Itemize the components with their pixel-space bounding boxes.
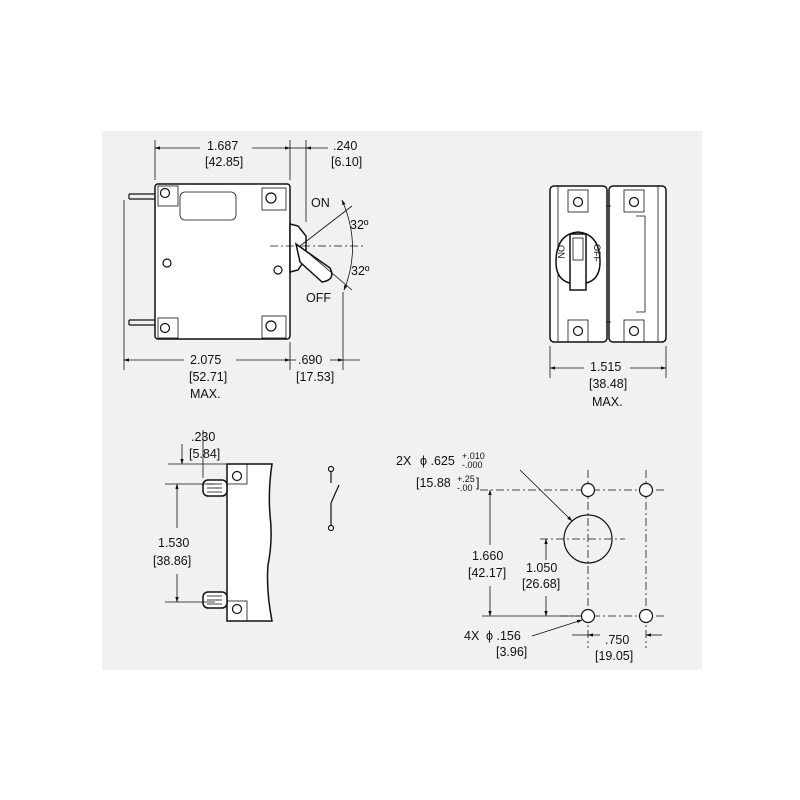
big-hole-tol-in-plus: +.010 [462, 451, 485, 461]
front-view: ON OFF 32º 32º 1.687 [42.85] .240 [6.10]… [123, 139, 370, 401]
big-hole-mm: [15.88 [416, 476, 451, 490]
handle-in: .690 [298, 353, 322, 367]
mount-hole-2 [638, 482, 654, 498]
side-screw-bottom [231, 603, 243, 615]
end-view: ON OFF 1.515 [38.48] MAX. [549, 185, 667, 409]
height-in: 1.660 [472, 549, 503, 563]
big-hole-tol-mm-minus: -.00 [457, 483, 473, 493]
terminal-screw-top [202, 479, 228, 497]
end-pocket-3 [567, 319, 589, 343]
width-in: 1.687 [207, 139, 238, 153]
end-width-mm: [38.48] [589, 377, 627, 391]
side-offset-in: .230 [191, 430, 215, 444]
on-label: ON [311, 196, 330, 210]
toggle-handle [270, 199, 365, 291]
small-hole-mm: [3.96] [496, 645, 527, 659]
end-width-max: MAX. [592, 395, 623, 409]
big-hole-qty: 2X [396, 454, 412, 468]
mount-pocket-tr [261, 187, 287, 211]
big-hole-mm-close: ] [476, 476, 479, 490]
screw-hole-tr [265, 192, 277, 204]
pitch-mm: [19.05] [595, 649, 633, 663]
pitch-in: .750 [605, 633, 629, 647]
mount-pocket-tl [157, 185, 179, 207]
screw-hole-bl [159, 322, 171, 334]
terminal-screw-bottom [202, 591, 228, 609]
side-screw-top [231, 470, 243, 482]
end-pocket-2 [623, 189, 645, 213]
big-hole-tol-in-minus: -.000 [462, 460, 483, 470]
screw-hole-br [265, 320, 277, 332]
toggle-cutout-hole [563, 514, 613, 564]
mount-hole-1 [580, 482, 596, 498]
end-pocket-1 [567, 189, 589, 213]
angle-bottom-label: 32º [351, 264, 370, 278]
width-mm: [42.85] [205, 155, 243, 169]
big-hole-dia: ϕ .625 [420, 454, 455, 468]
side-spacing-in: 1.530 [158, 536, 189, 550]
center-mm: [26.68] [522, 577, 560, 591]
mount-pocket-br [261, 315, 287, 339]
angle-top-label: 32º [350, 218, 369, 232]
side-view: .230 [5.84] 1.530 [38.86] [153, 430, 340, 622]
height-mm: [42.17] [468, 566, 506, 580]
panel-cutout: 2X ϕ .625 +.010 -.000 [15.88 +.25 -.00 ]… [396, 451, 665, 663]
pole-right [608, 185, 667, 343]
end-screw-4 [628, 325, 640, 337]
end-screw-3 [572, 325, 584, 337]
end-screw-2 [628, 196, 640, 208]
handle-mm: [17.53] [296, 370, 334, 384]
mount-hole-3 [580, 608, 596, 624]
mount-pocket-bl [157, 317, 179, 339]
label-window [179, 191, 237, 221]
hole-right-mid [273, 265, 283, 275]
end-on-letters: ON [556, 245, 566, 259]
overall-mm: [52.71] [189, 370, 227, 384]
end-off-letters: OFF [592, 244, 602, 262]
side-body [226, 463, 273, 622]
big-hole-tol-mm-plus: +.25 [457, 474, 475, 484]
end-width-in: 1.515 [590, 360, 621, 374]
screw-hole-tl [159, 187, 171, 199]
toggle-lever [569, 233, 587, 291]
small-hole-qty: 4X [464, 629, 480, 643]
toggle-offset-mm: [6.10] [331, 155, 362, 169]
hole-left-mid [162, 258, 172, 268]
mount-hole-4 [638, 608, 654, 624]
small-hole-dia: ϕ .156 [486, 629, 521, 643]
center-in: 1.050 [526, 561, 557, 575]
end-pocket-4 [623, 319, 645, 343]
off-label: OFF [306, 291, 331, 305]
side-offset-mm: [5.84] [189, 447, 220, 461]
left-terminals [128, 193, 155, 326]
overall-max: MAX. [190, 387, 221, 401]
toggle-offset-in: .240 [333, 139, 357, 153]
switch-symbol [327, 465, 340, 532]
overall-in: 2.075 [190, 353, 221, 367]
end-screw-1 [572, 196, 584, 208]
side-spacing-mm: [38.86] [153, 554, 191, 568]
